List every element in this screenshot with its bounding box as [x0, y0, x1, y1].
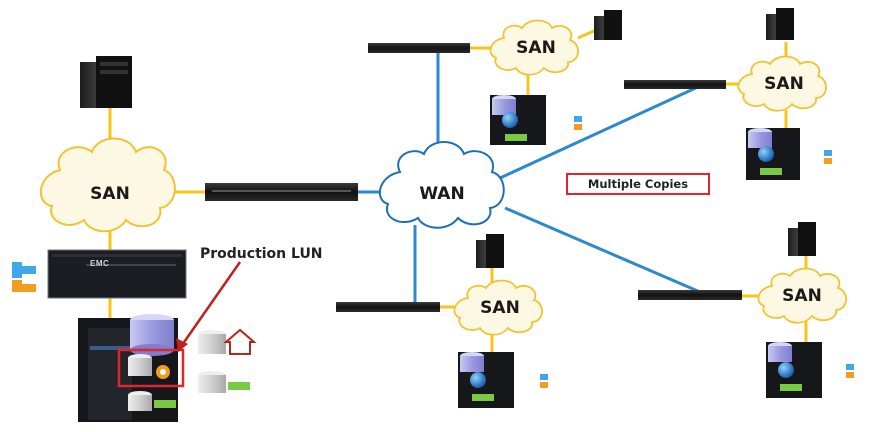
connector-plug-icon	[540, 374, 548, 388]
link-wan-bottomright	[504, 206, 701, 294]
storage-array-icon	[746, 128, 800, 180]
link-wan-topright	[499, 84, 701, 180]
connector-plug-icon	[12, 262, 36, 292]
network-links	[108, 28, 808, 352]
storage-array-icon	[766, 342, 822, 398]
server-tower-icon	[80, 56, 132, 108]
network-switch-icon	[205, 183, 358, 201]
storage-array-icon	[47, 249, 187, 299]
network-switch-icon	[368, 43, 470, 53]
production-lun-arrow	[176, 261, 242, 352]
storage-array-icon	[458, 352, 514, 408]
database-replica-icon	[198, 371, 250, 393]
database-home-icon	[198, 328, 257, 355]
storage-brand-label: EMC	[90, 259, 110, 268]
network-switch-icon	[336, 302, 440, 312]
production-lun-label: Production LUN	[200, 246, 323, 262]
bottom-center-san-cloud	[453, 279, 543, 336]
storage-array-icon	[490, 95, 546, 145]
top-right-san-cloud	[737, 55, 827, 112]
bottom-right-san-label: SAN	[782, 286, 822, 306]
server-tower-icon	[594, 10, 622, 40]
wan-cloud	[378, 141, 505, 229]
multiple-copies-label: Multiple Copies	[566, 173, 710, 195]
bottom-right-san-cloud	[757, 267, 847, 324]
connector-plug-icon	[846, 364, 854, 378]
connector-plug-icon	[824, 150, 832, 164]
connector-plug-icon	[574, 116, 582, 130]
gear-icon	[156, 365, 170, 379]
server-tower-icon	[766, 8, 794, 40]
production-san-label: SAN	[90, 184, 130, 204]
link-tc-server	[577, 28, 597, 40]
production-lun-highlight	[117, 348, 185, 388]
wan-label: WAN	[419, 184, 465, 204]
network-switch-icon	[638, 290, 742, 300]
database-replica-icon	[128, 391, 176, 411]
server-tower-icon	[476, 234, 504, 268]
bottom-center-san-label: SAN	[480, 298, 520, 318]
top-right-san-label: SAN	[764, 74, 804, 94]
server-tower-icon	[788, 222, 816, 256]
production-san-cloud	[39, 137, 176, 233]
top-center-san-label: SAN	[516, 38, 556, 58]
network-switch-icon	[624, 80, 726, 89]
top-center-san-cloud	[489, 19, 579, 76]
